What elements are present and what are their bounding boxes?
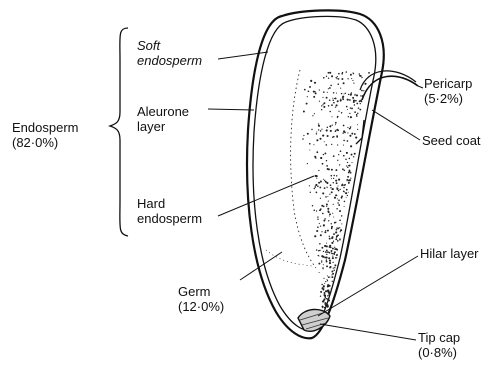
label-hilar-layer: Hilar layer xyxy=(420,246,479,261)
leader-soft-endosperm xyxy=(218,52,268,59)
label-pericarp: Pericarp (5·2%) xyxy=(424,76,472,106)
seed-coat-outline xyxy=(253,16,376,330)
label-seed-coat: Seed coat xyxy=(422,133,481,148)
leader-tip-cap xyxy=(320,324,416,340)
label-hard-endosperm: Hard endosperm xyxy=(137,196,202,226)
leader-seed-coat xyxy=(372,110,420,140)
endosperm-boundary xyxy=(291,70,316,268)
leader-pericarp xyxy=(418,86,423,88)
label-endosperm: Endosperm (82·0%) xyxy=(12,120,78,150)
leader-hard-endosperm xyxy=(218,176,314,216)
endosperm-brace xyxy=(110,28,128,236)
label-germ: Germ (12·0%) xyxy=(178,284,224,314)
tip-cap xyxy=(298,309,330,331)
label-aleurone-layer: Aleurone layer xyxy=(137,104,189,134)
label-soft-endosperm: Soft endosperm xyxy=(137,38,202,68)
leader-aleurone xyxy=(208,109,254,110)
aleurone-notch xyxy=(356,120,364,144)
label-tip-cap: Tip cap (0·8%) xyxy=(418,330,460,360)
